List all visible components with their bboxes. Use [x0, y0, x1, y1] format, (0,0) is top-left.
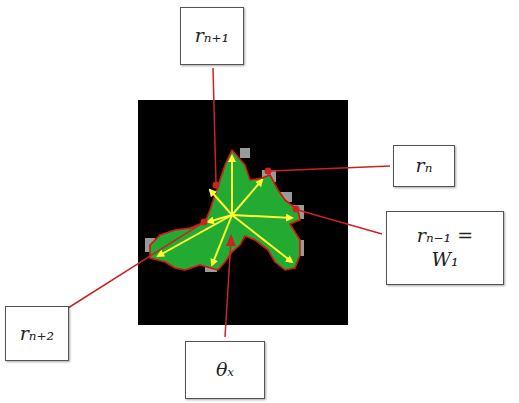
- label-box: rₙ₋₁ = W₁: [386, 211, 504, 285]
- box-text: rₙ₋₁ = W₁: [407, 224, 483, 272]
- label-box: rₙ₊₂: [5, 306, 69, 361]
- label-box: θₓ: [185, 341, 265, 399]
- leader-lines: [68, 68, 390, 337]
- box-text: rₙ₊₁: [195, 24, 229, 48]
- label-box: rₙ: [393, 145, 455, 187]
- image-background: [138, 100, 348, 325]
- box-text: rₙ₊₂: [20, 322, 54, 346]
- label-box: rₙ₊₁: [180, 7, 244, 65]
- radius-arrows: [158, 156, 292, 265]
- green-region: [150, 150, 300, 270]
- leader-dots: [201, 168, 300, 247]
- box-text: rₙ: [416, 154, 433, 178]
- gray-pixels: [145, 148, 304, 272]
- box-text: θₓ: [216, 358, 234, 382]
